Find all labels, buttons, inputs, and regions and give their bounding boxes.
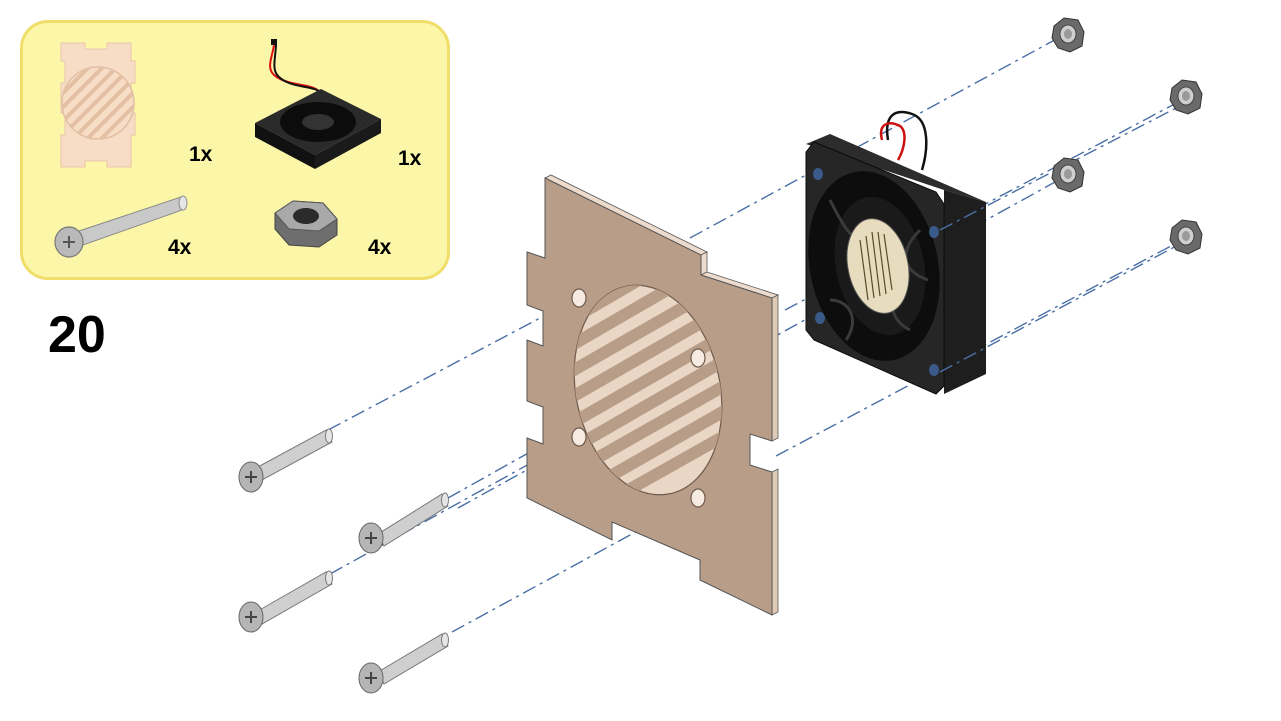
parts-list-panel: 1x 1x 4x 4x (20, 20, 450, 280)
screw (238, 570, 333, 633)
fan (805, 110, 986, 395)
screw (238, 428, 333, 493)
step-number: 20 (48, 306, 106, 364)
screw-quantity: 4x (168, 236, 192, 259)
wood-plate-icon (60, 42, 136, 168)
screw-icon (54, 195, 188, 258)
fan-icon (255, 39, 381, 169)
nut (1169, 79, 1203, 115)
nut (1051, 157, 1085, 193)
nut (1051, 17, 1085, 53)
wood-plate (526, 174, 780, 616)
nut-quantity: 4x (368, 236, 392, 259)
nut-icon (274, 200, 338, 248)
fan-quantity: 1x (398, 147, 422, 170)
screw (358, 632, 449, 694)
screw (358, 492, 449, 554)
plate-quantity: 1x (189, 143, 213, 166)
nut (1169, 219, 1203, 255)
